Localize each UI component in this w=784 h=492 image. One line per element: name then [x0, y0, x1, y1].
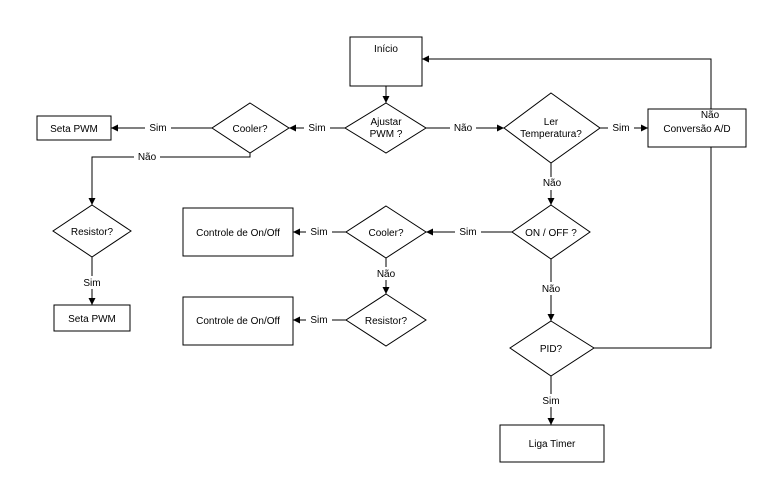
node-seta-pwm-1-label: Seta PWM — [50, 124, 98, 135]
node-ajustar-pwm-line2: PWM ? — [370, 129, 403, 140]
node-cooler-top — [211, 102, 290, 154]
node-ler-temperatura-line1: Ler — [544, 117, 559, 128]
edge-label-resistor-left-sim: Sim — [83, 278, 100, 289]
node-liga-timer-label: Liga Timer — [529, 439, 576, 450]
edge-label-resistor-mid-sim: Sim — [310, 315, 327, 326]
edge-loop-inicio — [422, 55, 712, 349]
node-on-off-label: ON / OFF ? — [525, 228, 577, 239]
node-ler-temperatura-line2: Temperatura? — [520, 129, 582, 140]
node-cooler-mid — [345, 205, 427, 259]
node-seta-pwm-2-label: Seta PWM — [68, 314, 116, 325]
node-controle-onoff-2-label: Controle de On/Off — [196, 316, 280, 327]
node-seta-pwm-2 — [53, 304, 131, 332]
edge-label-pid-sim: Sim — [542, 396, 559, 407]
node-conversao-ad — [647, 108, 747, 148]
node-on-off — [511, 204, 591, 260]
edge-label-ler-nao: Não — [543, 178, 562, 189]
node-cooler-top-label: Cooler? — [232, 124, 267, 135]
node-ler-temperatura — [503, 92, 601, 164]
node-resistor-mid-label: Resistor? — [365, 316, 408, 327]
node-inicio — [349, 36, 423, 87]
node-inicio-label: Início — [374, 44, 398, 55]
edge-label-cooler-mid-nao: Não — [377, 269, 396, 280]
edge-label-ajustar-sim: Sim — [308, 123, 325, 134]
edge-label-onoff-sim: Sim — [459, 227, 476, 238]
node-controle-onoff-1-label: Controle de On/Off — [196, 228, 280, 239]
node-ajustar-pwm-line1: Ajustar — [370, 117, 402, 128]
edge-label-cooler-mid-sim: Sim — [310, 227, 327, 238]
node-ajustar-pwm — [344, 102, 427, 154]
edge-cooler-resistor — [88, 153, 251, 205]
node-resistor-left-label: Resistor? — [71, 227, 114, 238]
node-resistor-left — [52, 204, 132, 258]
node-conversao-ad-label: Conversão A/D — [663, 124, 730, 135]
edge-label-conversao-nao: Não — [701, 110, 720, 121]
node-controle-onoff-2 — [182, 296, 294, 346]
node-pid-label: PID? — [540, 344, 563, 355]
edge-label-cooler-top-sim: Sim — [149, 123, 166, 134]
edge-label-ajustar-nao: Não — [454, 123, 473, 134]
node-cooler-mid-label: Cooler? — [368, 228, 403, 239]
node-resistor-mid — [345, 293, 427, 347]
node-seta-pwm-1 — [36, 115, 112, 141]
node-controle-onoff-1 — [182, 207, 294, 257]
edge-label-onoff-nao: Não — [542, 284, 561, 295]
edge-label-cooler-top-nao: Não — [138, 152, 157, 163]
edge-label-ler-sim: Sim — [612, 123, 629, 134]
node-liga-timer — [499, 424, 605, 463]
node-pid — [509, 320, 595, 377]
